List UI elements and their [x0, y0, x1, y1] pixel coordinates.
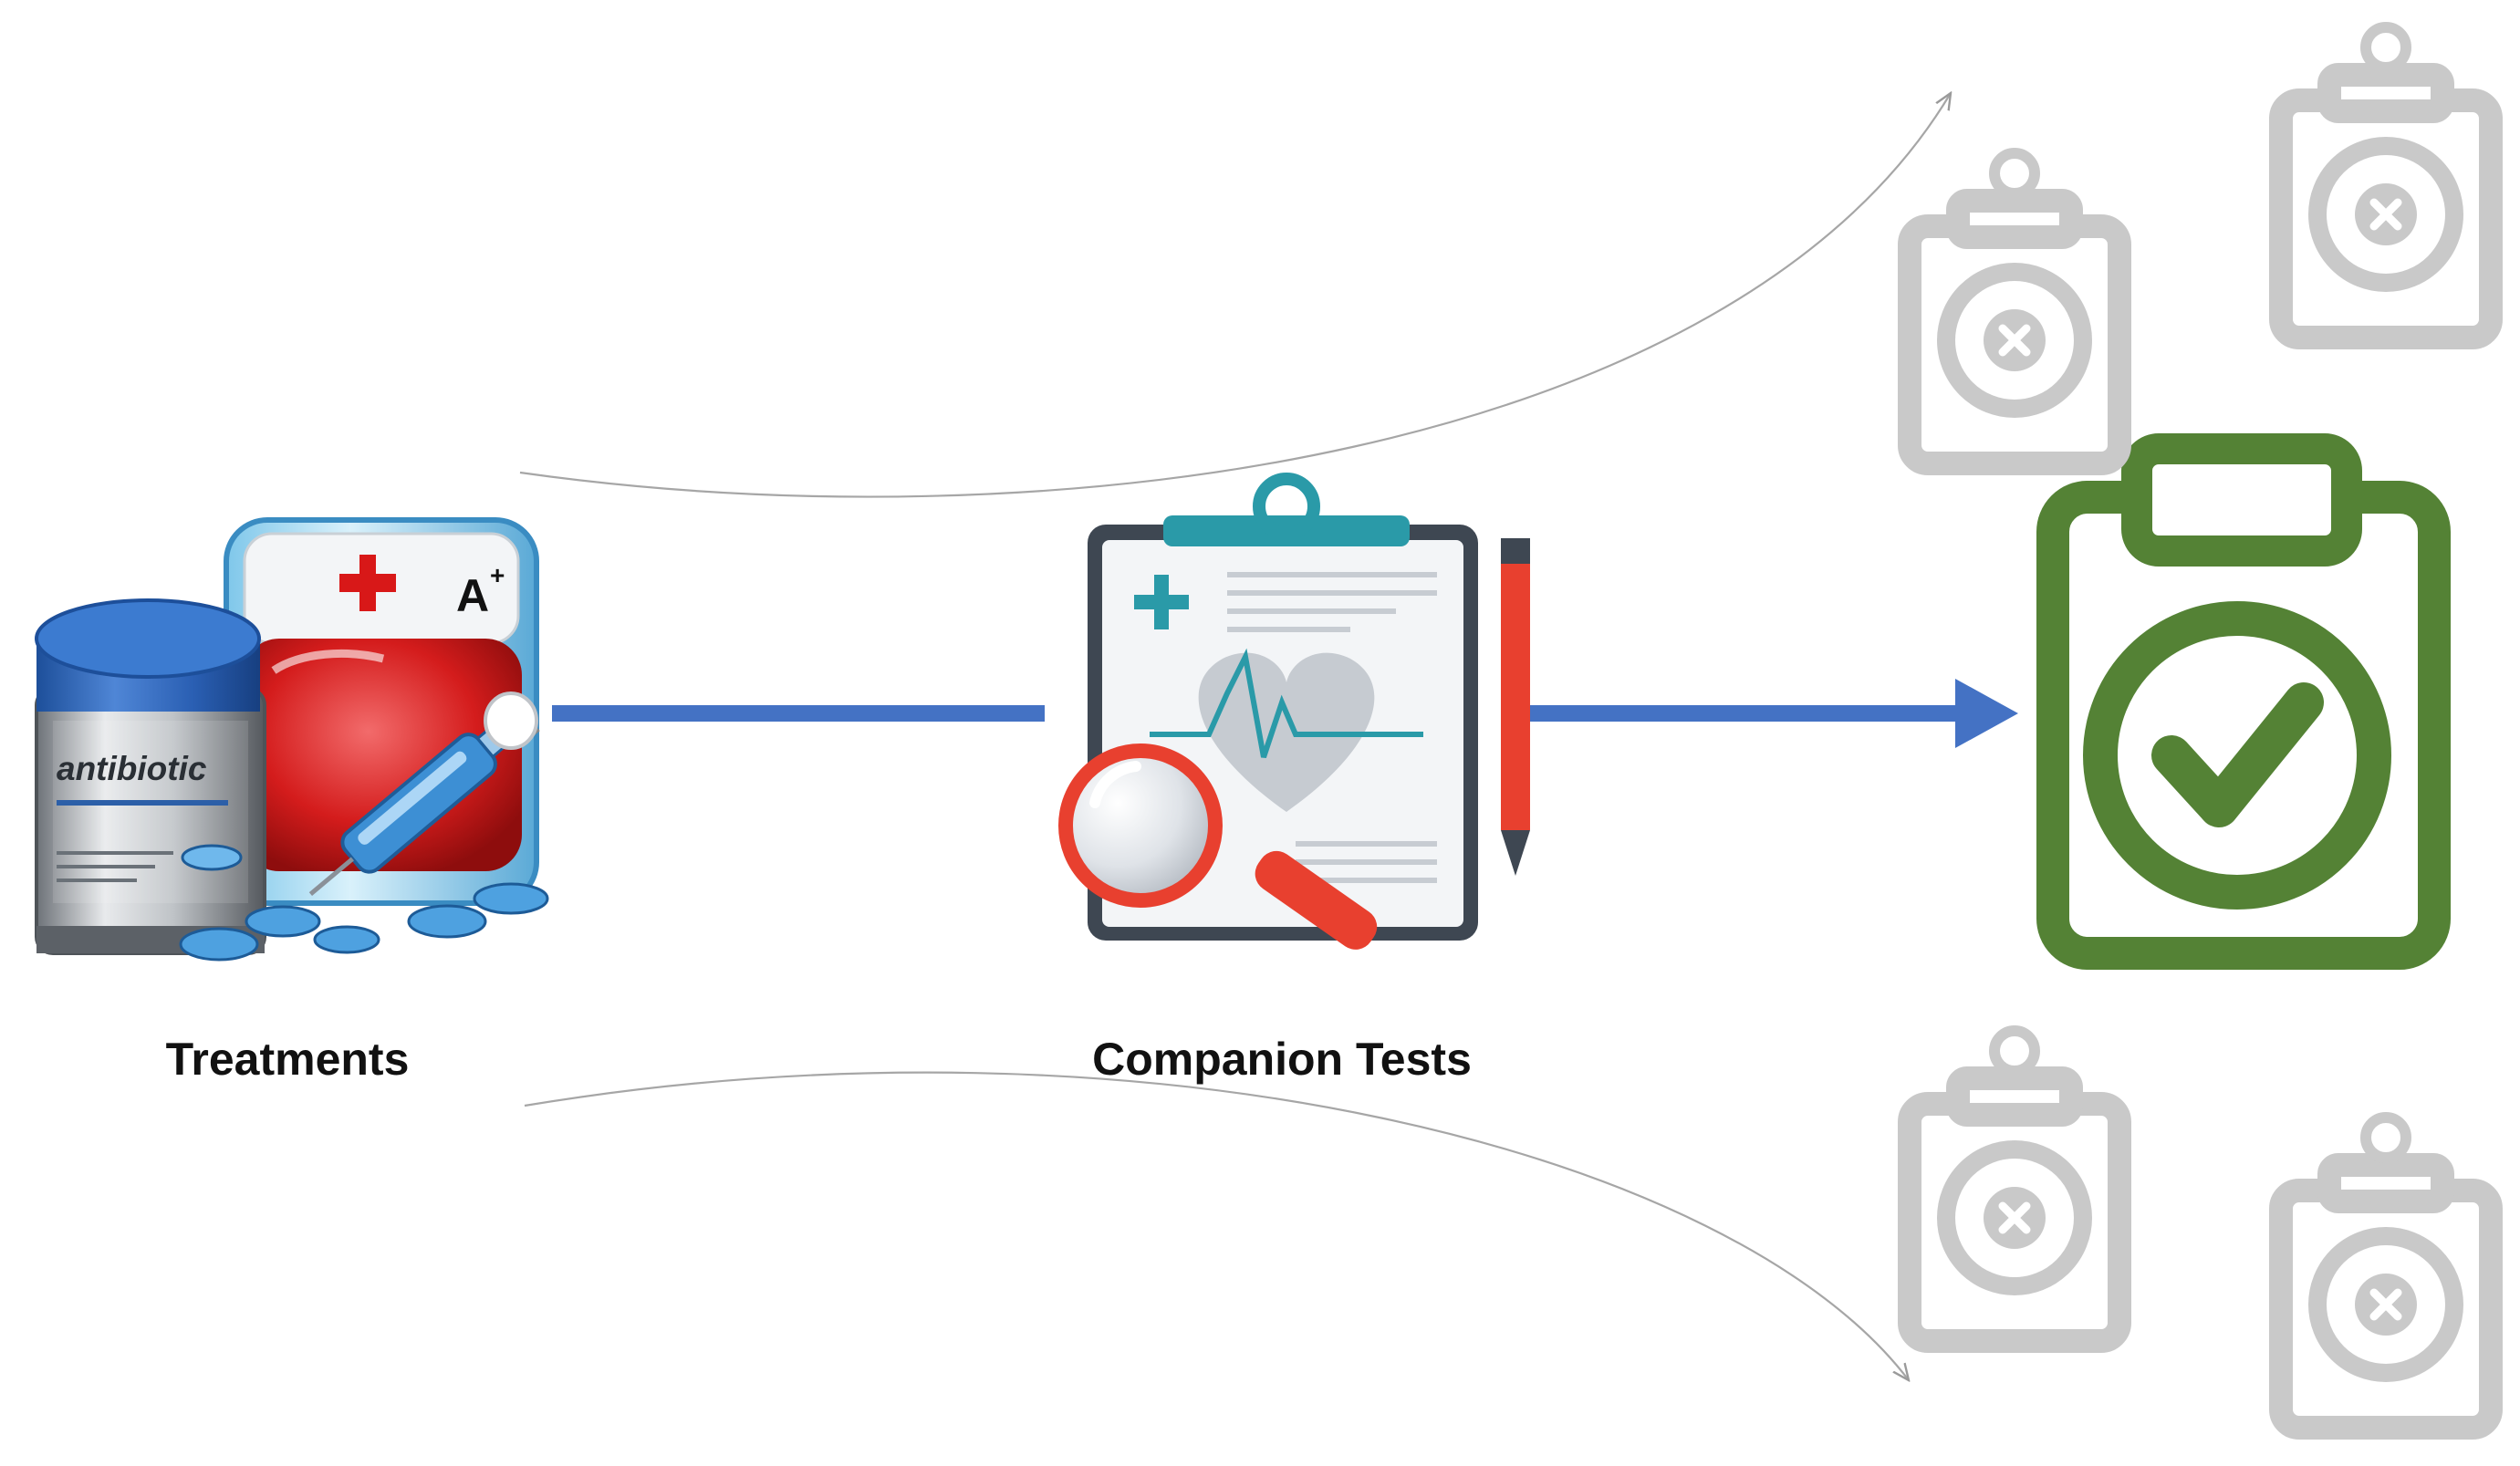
arrow-head — [1955, 679, 2018, 748]
medical-clipboard-icon — [1058, 473, 1530, 950]
lower-curve-arrow — [524, 1071, 1909, 1380]
companion-tests-label: Companion Tests — [1092, 1034, 1472, 1085]
upper-curve-arrow — [519, 93, 1951, 498]
medicine-bottles-icon: A + antibiotic — [35, 517, 549, 962]
treatments-label: Treatments — [165, 1034, 410, 1085]
clipboard-x-icon — [1898, 1025, 2131, 1353]
bottle-label: antibiotic — [57, 750, 207, 787]
clipboard-check-icon — [2036, 433, 2451, 970]
badge-superscript: + — [490, 561, 505, 589]
clipboard-x-icon — [2269, 22, 2503, 349]
badge-text: A — [456, 570, 489, 621]
clipboard-x-icon — [1898, 148, 2131, 475]
clipboard-x-icon — [2269, 1112, 2503, 1440]
